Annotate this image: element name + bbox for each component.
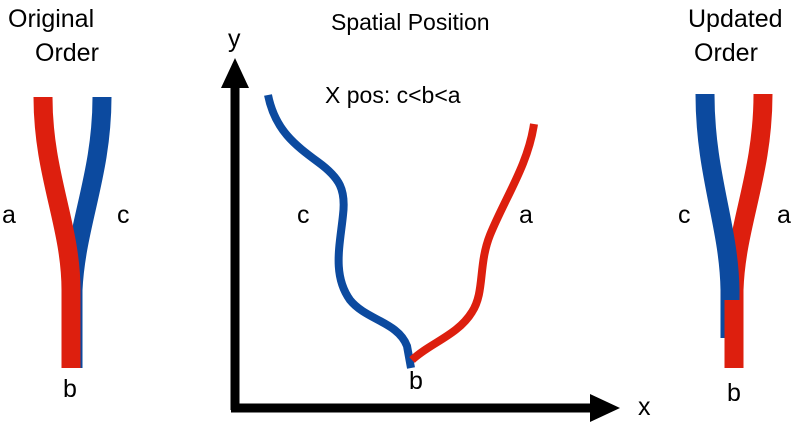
right-title-line2: Order [694, 39, 758, 67]
left-title-line1: Original [8, 5, 94, 33]
left-label-b: b [63, 375, 77, 403]
center-panel: Spatial Position X pos: c<b<a y x c a b [221, 9, 651, 422]
left-label-c: c [117, 201, 130, 229]
curve-c [264, 94, 415, 369]
position-note: X pos: c<b<a [325, 82, 461, 108]
center-label-c: c [297, 201, 310, 229]
left-branch-a [33, 96, 81, 368]
center-label-a: a [519, 201, 533, 229]
left-title-line2: Order [35, 39, 99, 67]
curve-a [409, 123, 538, 364]
left-label-a: a [2, 201, 16, 229]
left-panel: Original Order a c b [2, 5, 130, 403]
right-branch-c [695, 93, 740, 338]
y-axis-label: y [228, 25, 241, 53]
center-label-b: b [409, 367, 423, 395]
right-title-line1: Updated [688, 5, 783, 33]
right-label-a: a [777, 201, 791, 229]
x-axis-label: x [638, 393, 651, 421]
center-title: Spatial Position [331, 9, 490, 35]
right-panel: Updated Order c a b [678, 5, 791, 407]
right-label-c: c [678, 201, 691, 229]
right-label-b: b [727, 379, 741, 407]
